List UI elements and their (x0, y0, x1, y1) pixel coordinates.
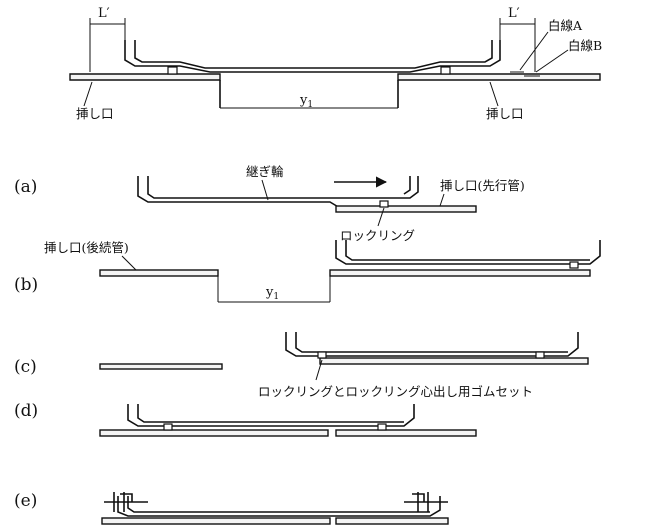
step-b-recess (217, 276, 331, 303)
step-d-trailing-spigot (99, 429, 329, 437)
step-e-tag: (e) (14, 491, 37, 511)
white-line-b-leader (535, 49, 569, 73)
step-c-trailing-spigot (99, 363, 223, 370)
step-b-spigot-leader (121, 255, 137, 271)
step-c-coupling (285, 332, 579, 357)
top-lock-ring-right (440, 66, 451, 75)
step-d-lock-ring-left (163, 423, 173, 431)
step-a-tag: (a) (14, 177, 37, 197)
step-c-tag: (c) (14, 357, 37, 377)
step-e-leading-spigot (335, 517, 449, 525)
step-e-trailing-spigot (101, 517, 331, 525)
step-a: (a) 継ぎ輪 挿し口(先行管) ロックリング (14, 164, 525, 243)
step-c-lock-ring-left (317, 351, 327, 359)
dim-y1-top-label: y1 (299, 93, 313, 110)
top-lock-ring-left (167, 66, 178, 75)
step-a-coupling (137, 176, 419, 209)
step-a-coupling-label: 継ぎ輪 (246, 164, 284, 179)
top-spigot-left (69, 73, 221, 81)
spigot-left-label: 挿し口 (76, 106, 114, 121)
step-d-coupling (127, 404, 415, 427)
top-spigot-right (397, 73, 601, 81)
step-b-trailing-spigot (99, 269, 219, 277)
dim-l-right (499, 18, 536, 72)
spigot-right-leader (489, 81, 499, 107)
white-line-b-label: 白線B (568, 38, 602, 53)
dim-l-left-label: L′ (98, 6, 110, 21)
step-d-lock-ring-right (377, 423, 387, 431)
white-line-a-leader (519, 31, 549, 71)
step-e: (e) (14, 491, 449, 525)
step-a-lock-ring-leader (377, 207, 385, 227)
step-a-coupling-leader (261, 179, 269, 201)
white-line-a-label: 白線A (548, 18, 583, 33)
top-gap-recess (219, 80, 399, 108)
step-d: (d) (14, 401, 477, 437)
step-e-bolts-left (104, 492, 148, 512)
step-d-tag: (d) (14, 401, 38, 421)
step-b-leading-spigot (329, 269, 591, 277)
step-e-bolts-right (404, 492, 448, 512)
step-c-note-leader (315, 359, 323, 381)
step-a-spigot-leader (439, 193, 445, 207)
step-a-leading-spigot (335, 205, 477, 213)
step-b-lock-ring (569, 261, 579, 269)
step-c-note-label: ロックリングとロックリング心出し用ゴムセット (258, 384, 533, 399)
top-coupling-sleeve (124, 40, 501, 73)
spigot-left-leader (83, 81, 93, 107)
step-a-lock-ring-label: ロックリング (340, 228, 415, 243)
dim-l-right-label: L′ (508, 6, 520, 21)
step-d-leading-spigot (335, 429, 477, 437)
step-b-tag: (b) (14, 275, 38, 295)
step-a-lock-ring (379, 200, 389, 208)
step-b: (b) y1 挿し口(後続管) (14, 240, 601, 303)
step-c-leading-spigot (319, 357, 589, 365)
step-b-coupling (335, 240, 601, 265)
step-b-trailing-spigot-label: 挿し口(後続管) (44, 240, 129, 255)
step-b-dim-y1-label: y1 (265, 285, 279, 302)
top-assembly: L′ L′ y1 白線A 白線B 挿し口 挿し口 (69, 6, 602, 121)
step-c: (c) ロックリングとロックリング心出し用ゴムセット (14, 332, 589, 399)
step-e-coupling (117, 496, 441, 517)
dim-l-left (89, 18, 126, 72)
step-a-leading-spigot-label: 挿し口(先行管) (440, 178, 525, 193)
step-c-lock-ring-right (535, 351, 545, 359)
spigot-right-label: 挿し口 (486, 106, 524, 121)
